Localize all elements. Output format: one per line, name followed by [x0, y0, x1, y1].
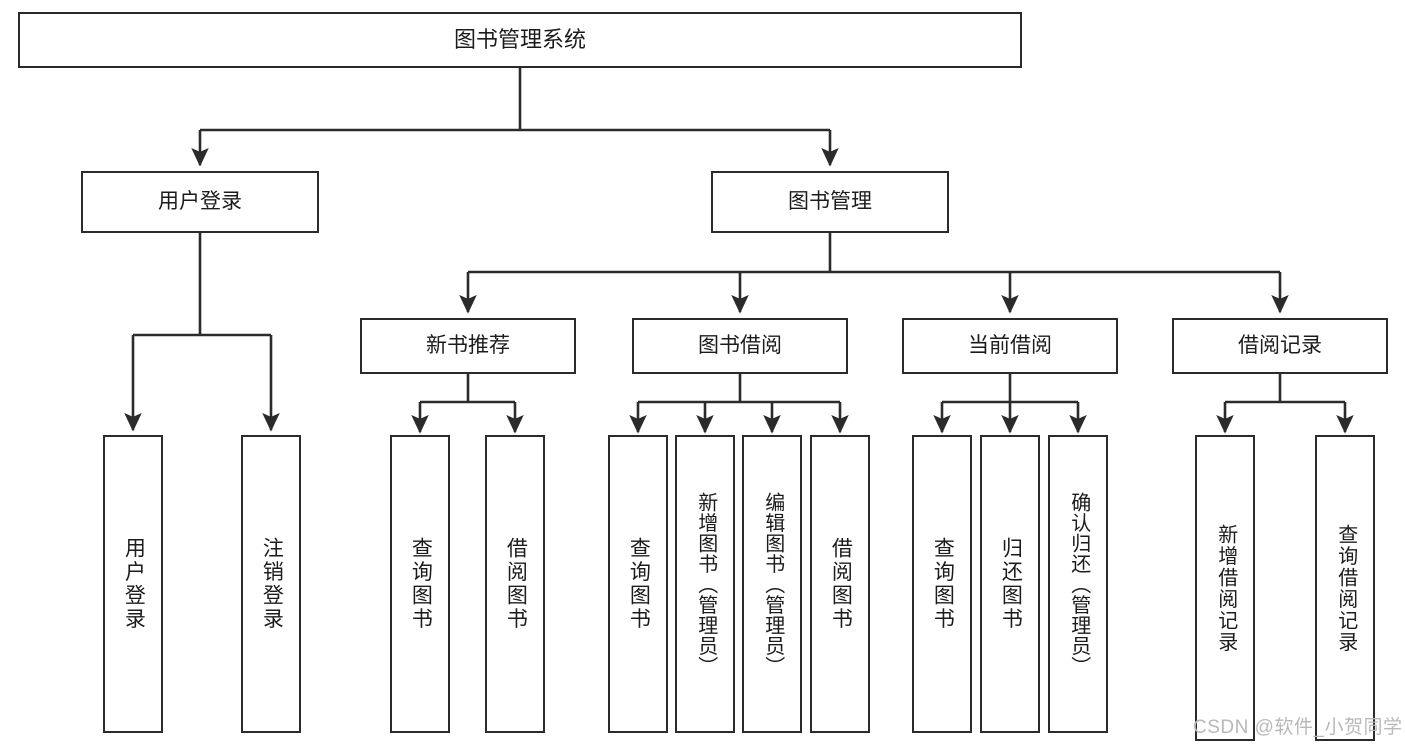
node-book-borrow[interactable]: 图书借阅	[632, 318, 848, 374]
node-label: 新增图书（管理员）	[694, 491, 717, 677]
leaf-add-borrow-record[interactable]: 新增借阅记录	[1195, 435, 1255, 741]
leaf-confirm-return-admin[interactable]: 确认归还（管理员）	[1048, 435, 1108, 733]
node-label: 借阅图书	[504, 537, 528, 631]
node-label: 查询借阅记录	[1334, 523, 1357, 653]
node-label: 图书管理	[788, 189, 872, 213]
leaf-return-book[interactable]: 归还图书	[980, 435, 1040, 733]
node-label: 用户登录	[158, 189, 242, 213]
node-label: 图书借阅	[698, 333, 782, 357]
node-label: 查询图书	[627, 537, 651, 631]
node-user-login[interactable]: 用户登录	[81, 171, 319, 233]
node-label: 注销登录	[260, 537, 284, 631]
leaf-user-login[interactable]: 用户登录	[103, 435, 163, 733]
leaf-logout-login[interactable]: 注销登录	[241, 435, 301, 733]
node-root-book-management-system[interactable]: 图书管理系统	[18, 12, 1022, 68]
leaf-edit-book-admin[interactable]: 编辑图书（管理员）	[742, 435, 802, 733]
node-label: 查询图书	[931, 537, 955, 631]
node-label: 借阅图书	[829, 537, 853, 631]
node-label: 用户登录	[122, 537, 146, 631]
node-label: 确认归还（管理员）	[1067, 491, 1090, 677]
leaf-borrow-book-new-recommend[interactable]: 借阅图书	[485, 435, 545, 733]
node-current-borrow[interactable]: 当前借阅	[902, 318, 1118, 374]
node-label: 新增借阅记录	[1214, 523, 1237, 653]
node-label: 新书推荐	[426, 333, 510, 357]
watermark-text: CSDN @软件_小贺同学	[1193, 717, 1403, 738]
node-label: 当前借阅	[968, 333, 1052, 357]
leaf-query-book-current[interactable]: 查询图书	[912, 435, 972, 733]
node-label: 归还图书	[999, 537, 1023, 631]
leaf-query-borrow-record[interactable]: 查询借阅记录	[1315, 435, 1375, 741]
leaf-borrow-book-borrow[interactable]: 借阅图书	[810, 435, 870, 733]
node-label: 编辑图书（管理员）	[761, 491, 784, 677]
leaf-query-book-new-recommend[interactable]: 查询图书	[390, 435, 450, 733]
node-borrow-record[interactable]: 借阅记录	[1172, 318, 1388, 374]
node-label: 图书管理系统	[453, 27, 586, 53]
leaf-query-book-borrow[interactable]: 查询图书	[608, 435, 668, 733]
leaf-add-book-admin[interactable]: 新增图书（管理员）	[675, 435, 735, 733]
node-book-management[interactable]: 图书管理	[711, 171, 949, 233]
node-label: 借阅记录	[1238, 333, 1322, 357]
node-label: 查询图书	[409, 537, 433, 631]
node-new-book-recommend[interactable]: 新书推荐	[360, 318, 576, 374]
